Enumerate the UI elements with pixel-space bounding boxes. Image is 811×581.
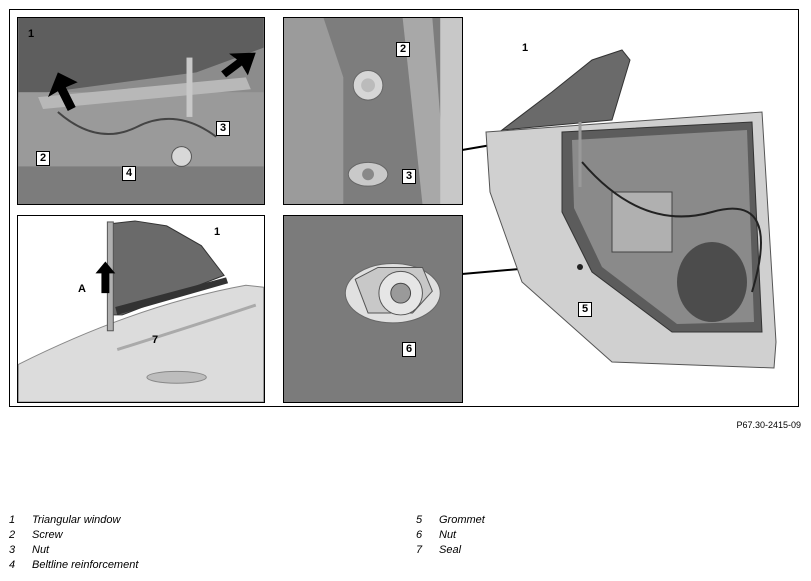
arrow-icon-right — [221, 52, 256, 78]
detail-panel-top-left: 1 2 3 4 — [17, 17, 265, 205]
callout-4: 4 — [122, 166, 137, 181]
callout-1: 1 — [28, 28, 35, 40]
callout-1: 1 — [214, 226, 221, 238]
callout-3: 3 — [216, 121, 231, 136]
callout-1: 1 — [522, 42, 529, 54]
figure-reference: P67.30-2415-09 — [736, 420, 801, 430]
callout-2: 2 — [36, 151, 51, 166]
callout-7: 7 — [152, 334, 159, 346]
detail-panel-bottom-mid: 6 — [283, 215, 463, 403]
callout-6: 6 — [402, 342, 417, 357]
door-interior-illustration — [18, 18, 264, 204]
detail-panel-top-mid: 2 3 — [283, 17, 463, 205]
grommet-nut-illustration — [344, 263, 441, 324]
callout-2: 2 — [396, 42, 411, 57]
callout-5: 5 — [578, 302, 593, 317]
screw-nut-illustration — [284, 18, 462, 204]
callout-a: A — [78, 283, 86, 295]
callout-3: 3 — [402, 169, 417, 184]
arrow-icon-left — [48, 72, 78, 111]
arrow-up-icon — [95, 261, 116, 294]
rear-door-drawing — [462, 49, 777, 369]
window-seal-illustration — [18, 220, 264, 402]
door-main-illustration: 1 5 — [462, 12, 796, 404]
detail-panel-bottom-left: 1 A 7 — [17, 215, 265, 403]
